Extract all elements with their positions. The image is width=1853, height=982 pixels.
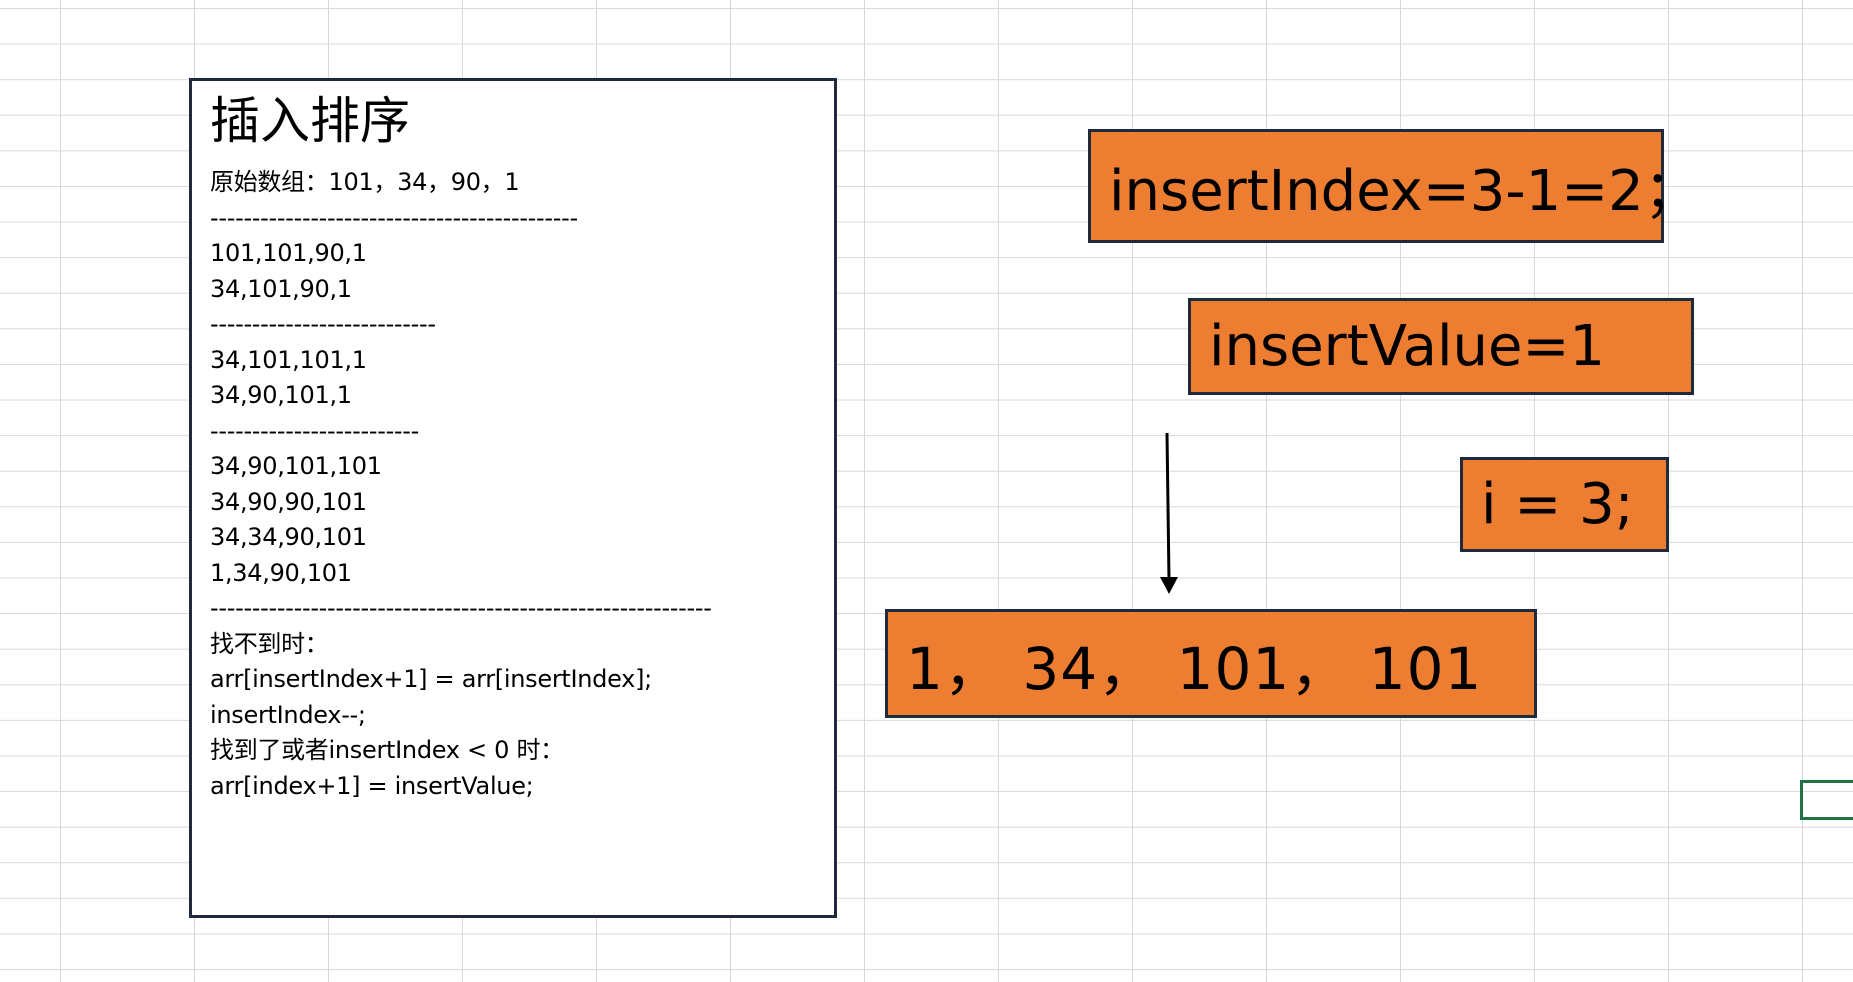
notes-lines: 原始数组：101，34，90，1 -----------------------…	[210, 165, 712, 804]
i-value-box[interactable]: i = 3;	[1460, 457, 1669, 552]
notes-line: 34,90,90,101	[210, 487, 367, 516]
selected-cell[interactable]	[1800, 780, 1853, 820]
array-state-box[interactable]: 1， 34， 101， 101	[885, 609, 1537, 718]
notes-panel: 插入排序 原始数组：101，34，90，1 ------------------…	[189, 78, 837, 918]
notes-line: arr[insertIndex+1] = arr[insertIndex];	[210, 665, 652, 693]
notes-line: insertIndex--;	[210, 700, 366, 729]
notes-separator: ---------------------------	[210, 310, 436, 338]
notes-separator: ----------------------------------------…	[210, 594, 712, 622]
notes-separator: ----------------------------------------…	[210, 203, 578, 232]
notes-line: 34,90,101,1	[210, 381, 352, 409]
notes-separator: -------------------------	[210, 416, 420, 445]
notes-line: 34,101,90,1	[210, 274, 352, 303]
notes-line: arr[index+1] = insertValue;	[210, 771, 534, 800]
notes-title: 插入排序	[210, 92, 410, 150]
notes-line: 101,101,90,1	[210, 239, 367, 267]
notes-line: 34,34,90,101	[210, 523, 367, 551]
notes-line: 找到了或者insertIndex < 0 时：	[210, 736, 564, 764]
notes-line: 原始数组：101，34，90，1	[210, 168, 520, 196]
notes-line: 找不到时：	[210, 629, 329, 658]
insert-value-box[interactable]: insertValue=1	[1188, 298, 1694, 395]
notes-line: 1,34,90,101	[210, 558, 352, 587]
notes-line: 34,101,101,1	[210, 345, 367, 374]
insert-index-box[interactable]: insertIndex=3-1=2；	[1088, 129, 1700, 243]
notes-line: 34,90,101,101	[210, 452, 382, 480]
